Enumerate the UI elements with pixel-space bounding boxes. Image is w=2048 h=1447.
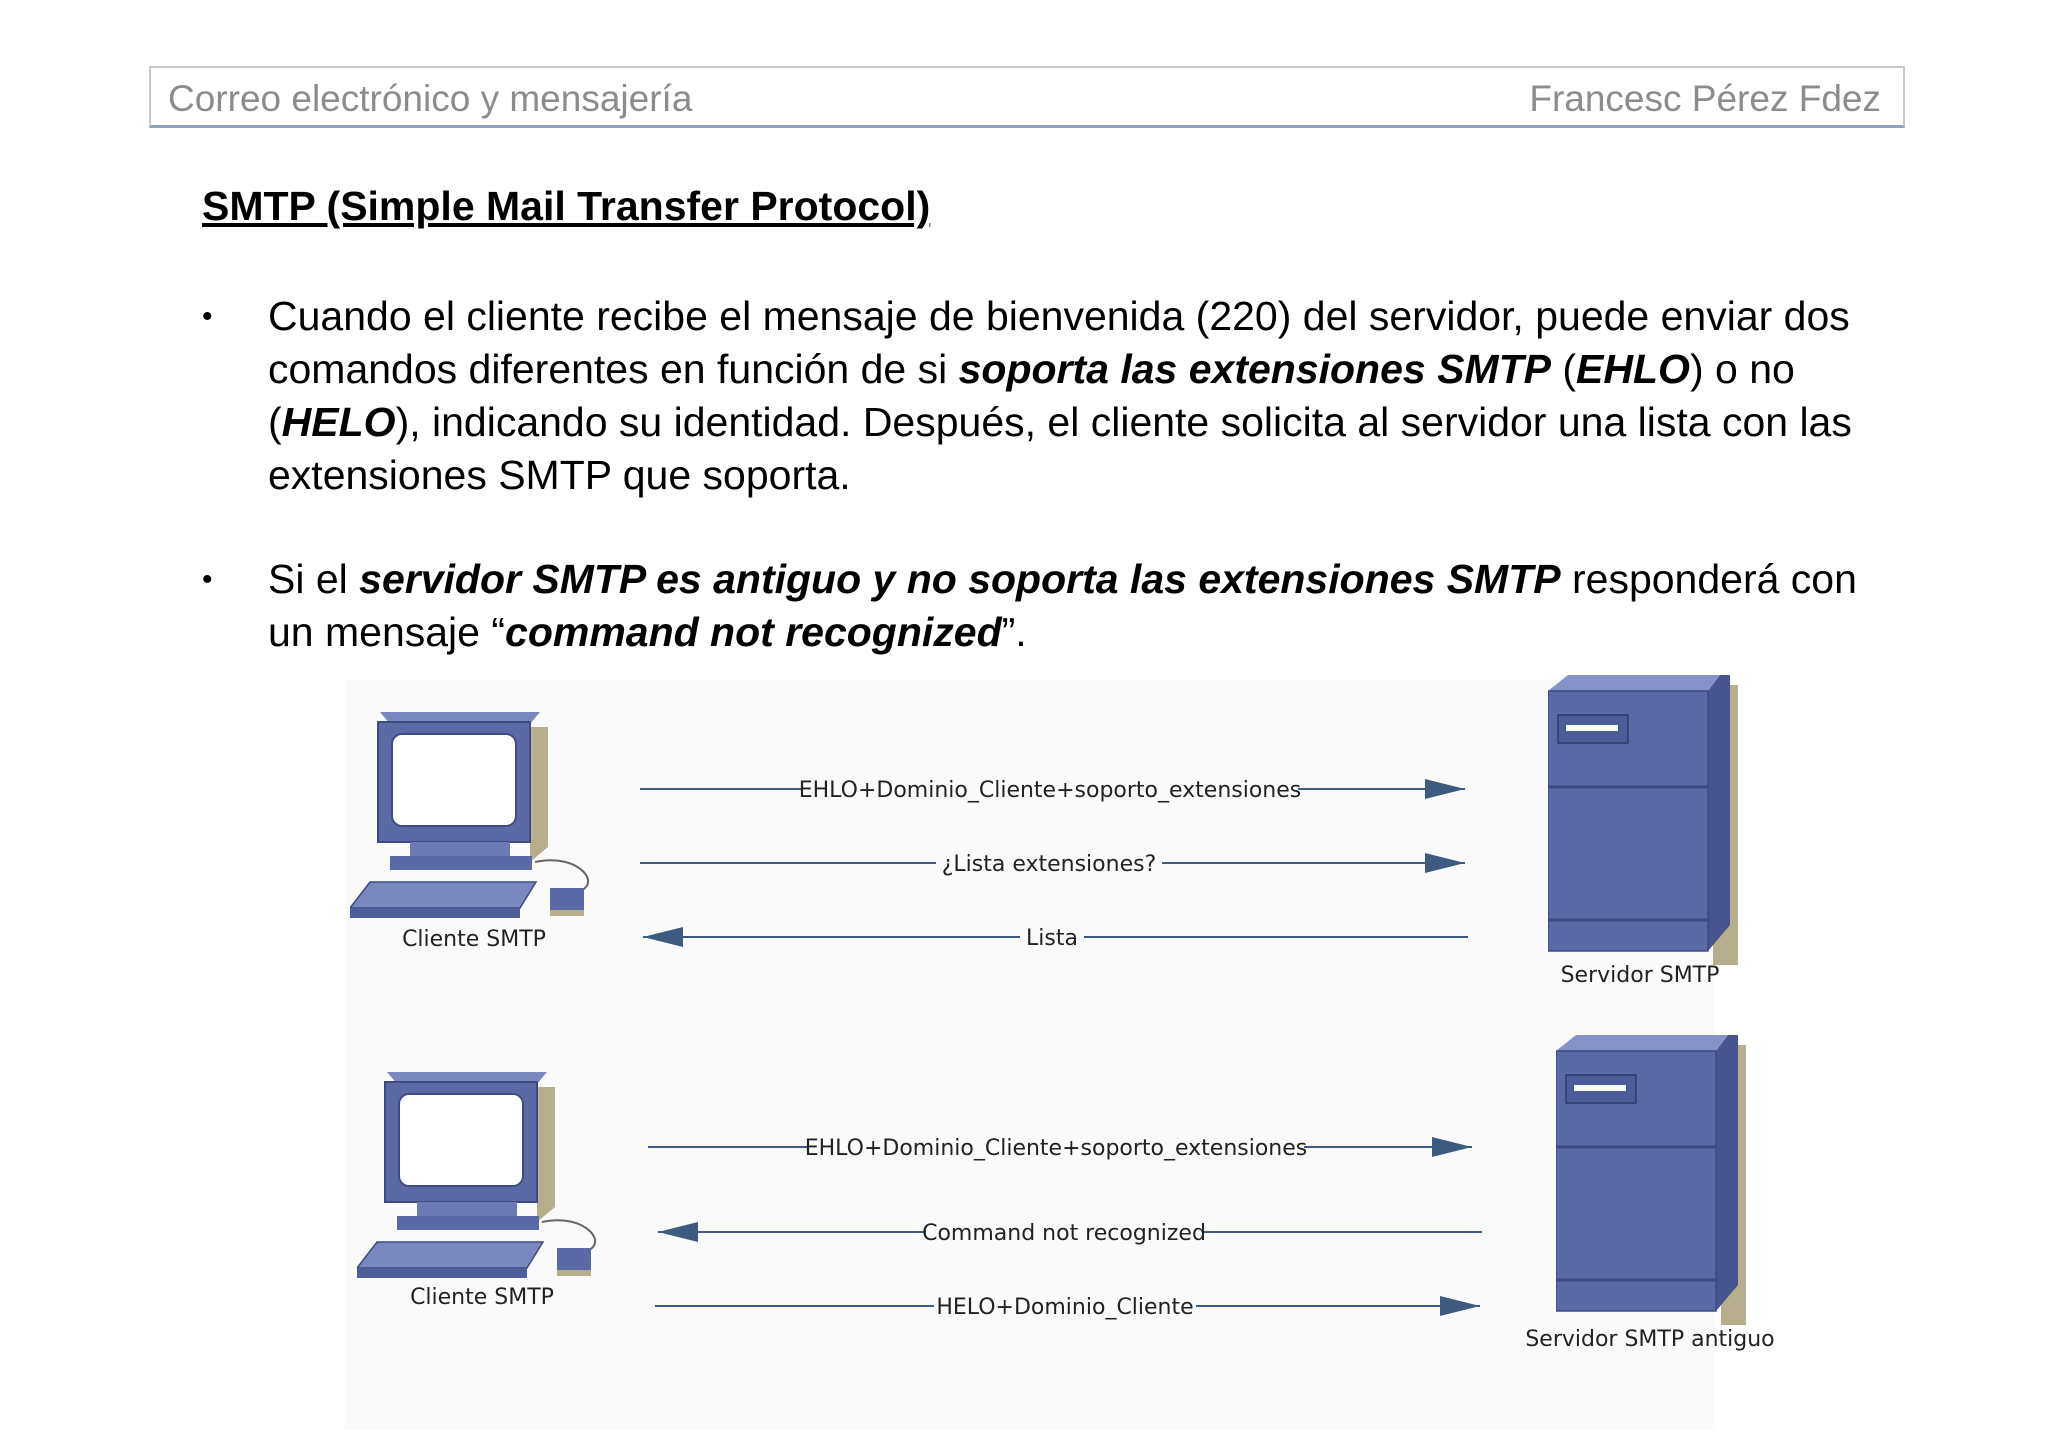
server-label: Servidor SMTP <box>1561 963 1720 988</box>
message-label: ¿Lista extensiones? <box>942 852 1157 877</box>
message-arrow: Lista <box>643 922 1468 952</box>
message-arrow: EHLO+Dominio_Cliente+soporto_extensiones <box>640 774 1465 804</box>
bullet-text: Si el servidor SMTP es antiguo y no sopo… <box>268 556 1857 655</box>
message-label: EHLO+Dominio_Cliente+soporto_extensiones <box>805 1136 1308 1161</box>
client-label: Cliente SMTP <box>402 927 546 952</box>
message-label: EHLO+Dominio_Cliente+soporto_extensiones <box>799 778 1302 803</box>
header-course-title: Correo electrónico y mensajería <box>168 78 693 119</box>
message-label: Lista <box>1026 926 1078 951</box>
header-author: Francesc Pérez Fdez <box>1529 78 1881 119</box>
bullet-dot: • <box>202 300 213 333</box>
message-arrow: EHLO+Dominio_Cliente+soporto_extensiones <box>648 1132 1472 1162</box>
server-icon <box>1556 1035 1746 1327</box>
bullet-dot: • <box>202 563 213 596</box>
client-label: Cliente SMTP <box>410 1285 554 1310</box>
message-arrow: HELO+Dominio_Cliente <box>655 1291 1480 1321</box>
server-label: Servidor SMTP antiguo <box>1525 1327 1774 1352</box>
message-arrow: ¿Lista extensiones? <box>640 848 1465 878</box>
slide-header: Correo electrónico y mensajería Francesc… <box>149 66 1905 128</box>
message-label: Command not recognized <box>922 1221 1206 1246</box>
server-icon <box>1548 675 1738 967</box>
bullet-text: Cuando el cliente recibe el mensaje de b… <box>268 293 1852 498</box>
slide-title: SMTP (Simple Mail Transfer Protocol) <box>202 183 931 229</box>
message-label: HELO+Dominio_Cliente <box>936 1295 1193 1320</box>
message-arrow: Command not recognized <box>658 1217 1482 1247</box>
